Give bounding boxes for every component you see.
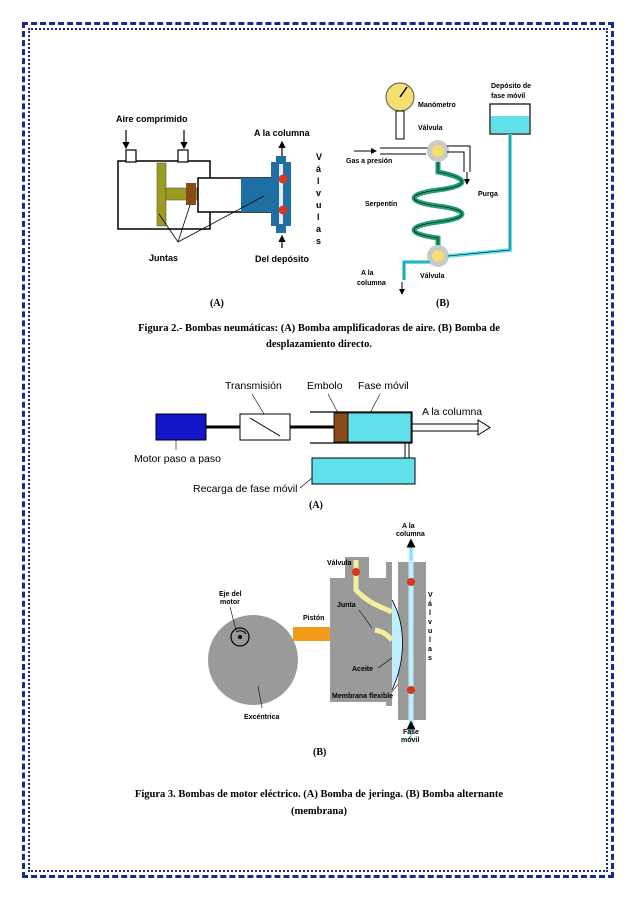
svg-text:l: l bbox=[317, 176, 320, 186]
svg-text:a: a bbox=[428, 646, 432, 653]
label-embolo: Embolo bbox=[307, 380, 343, 392]
label-valvulas-vertical: V á l v u l a s bbox=[428, 592, 433, 662]
label-juntas: Juntas bbox=[149, 253, 178, 263]
svg-text:V: V bbox=[428, 592, 433, 599]
page-border-inner bbox=[28, 28, 608, 872]
label-fase-movil: Fase móvil bbox=[358, 380, 409, 392]
fig3b-diaphragm-pump: A la columna Válvula Eje del motor Pistó… bbox=[208, 523, 433, 758]
svg-text:s: s bbox=[428, 655, 432, 662]
page-border-outer bbox=[22, 22, 614, 878]
svg-text:v: v bbox=[316, 188, 321, 198]
svg-text:v: v bbox=[428, 619, 432, 626]
svg-text:a: a bbox=[316, 224, 322, 234]
label-a-la-columna: A la columna bbox=[422, 406, 482, 418]
label-manometro: Manómetro bbox=[418, 102, 456, 109]
label-del-deposito: Del depósito bbox=[255, 254, 310, 264]
svg-text:l: l bbox=[317, 212, 320, 222]
label-recarga: Recarga de fase móvil bbox=[193, 483, 297, 495]
label-valvula-top: Válvula bbox=[418, 125, 443, 132]
label-aire-comprimido: Aire comprimido bbox=[116, 114, 188, 124]
label-deposito-fase-movil-2: fase móvil bbox=[491, 93, 525, 100]
label-eje-del-motor-2: motor bbox=[220, 599, 240, 606]
svg-text:á: á bbox=[428, 601, 432, 608]
label-piston: Pistón bbox=[303, 615, 324, 622]
fig2a-air-amplifier-pump: Aire comprimido A la columna Juntas Del … bbox=[116, 114, 322, 309]
label-valvulas-vertical: V á l v u l a s bbox=[316, 152, 322, 246]
label-deposito-fase-movil-1: Depósito de bbox=[491, 83, 531, 90]
subfig-label-a: (A) bbox=[210, 298, 224, 309]
fig2-caption-line2: desplazamiento directo. bbox=[266, 339, 372, 350]
subfig-label-b: (B) bbox=[436, 298, 449, 309]
label-valvula-bottom: Válvula bbox=[420, 273, 445, 280]
svg-text:l: l bbox=[429, 610, 431, 617]
label-a-la-columna-1: A la bbox=[402, 523, 415, 530]
label-a-la-columna-2: columna bbox=[357, 280, 386, 287]
fig3a-syringe-pump: Transmisión Embolo Fase móvil A la colum… bbox=[134, 380, 491, 511]
label-gas-a-presion: Gas a presión bbox=[346, 158, 392, 165]
svg-text:l: l bbox=[429, 637, 431, 644]
label-a-la-columna-1: A la bbox=[361, 270, 374, 277]
subfig-label-a: (A) bbox=[309, 500, 323, 511]
fig2b-direct-displacement-pump: Manómetro Depósito de fase móvil Válvula… bbox=[346, 82, 531, 309]
subfig-label-b: (B) bbox=[313, 747, 326, 758]
label-aceite: Aceite bbox=[352, 666, 373, 673]
svg-text:V: V bbox=[316, 152, 322, 162]
label-excentrica: Excéntrica bbox=[244, 714, 280, 721]
label-serpentin: Serpentín bbox=[365, 201, 397, 208]
label-motor-paso-a-paso: Motor paso a paso bbox=[134, 453, 221, 465]
svg-text:s: s bbox=[316, 236, 321, 246]
label-a-la-columna-2: columna bbox=[396, 531, 425, 538]
label-fase-movil-2: móvil bbox=[401, 737, 419, 744]
fig3-caption-line2: (membrana) bbox=[291, 806, 347, 817]
label-valvula: Válvula bbox=[327, 560, 352, 567]
label-eje-del-motor-1: Eje del bbox=[219, 591, 242, 598]
label-junta: Junta bbox=[337, 602, 356, 609]
label-membrana-flexible: Membrana flexible bbox=[332, 693, 393, 700]
label-purga: Purga bbox=[478, 191, 498, 198]
label-transmision: Transmisión bbox=[225, 380, 282, 392]
fig2-caption-line1: Figura 2.- Bombas neumáticas: (A) Bomba … bbox=[138, 323, 500, 334]
svg-text:á: á bbox=[316, 164, 322, 174]
label-fase-movil-1: Fase bbox=[403, 729, 419, 736]
fig3-caption-line1: Figura 3. Bombas de motor eléctrico. (A)… bbox=[135, 789, 503, 800]
svg-text:u: u bbox=[428, 628, 432, 635]
svg-text:u: u bbox=[316, 200, 322, 210]
label-a-la-columna: A la columna bbox=[254, 128, 311, 138]
